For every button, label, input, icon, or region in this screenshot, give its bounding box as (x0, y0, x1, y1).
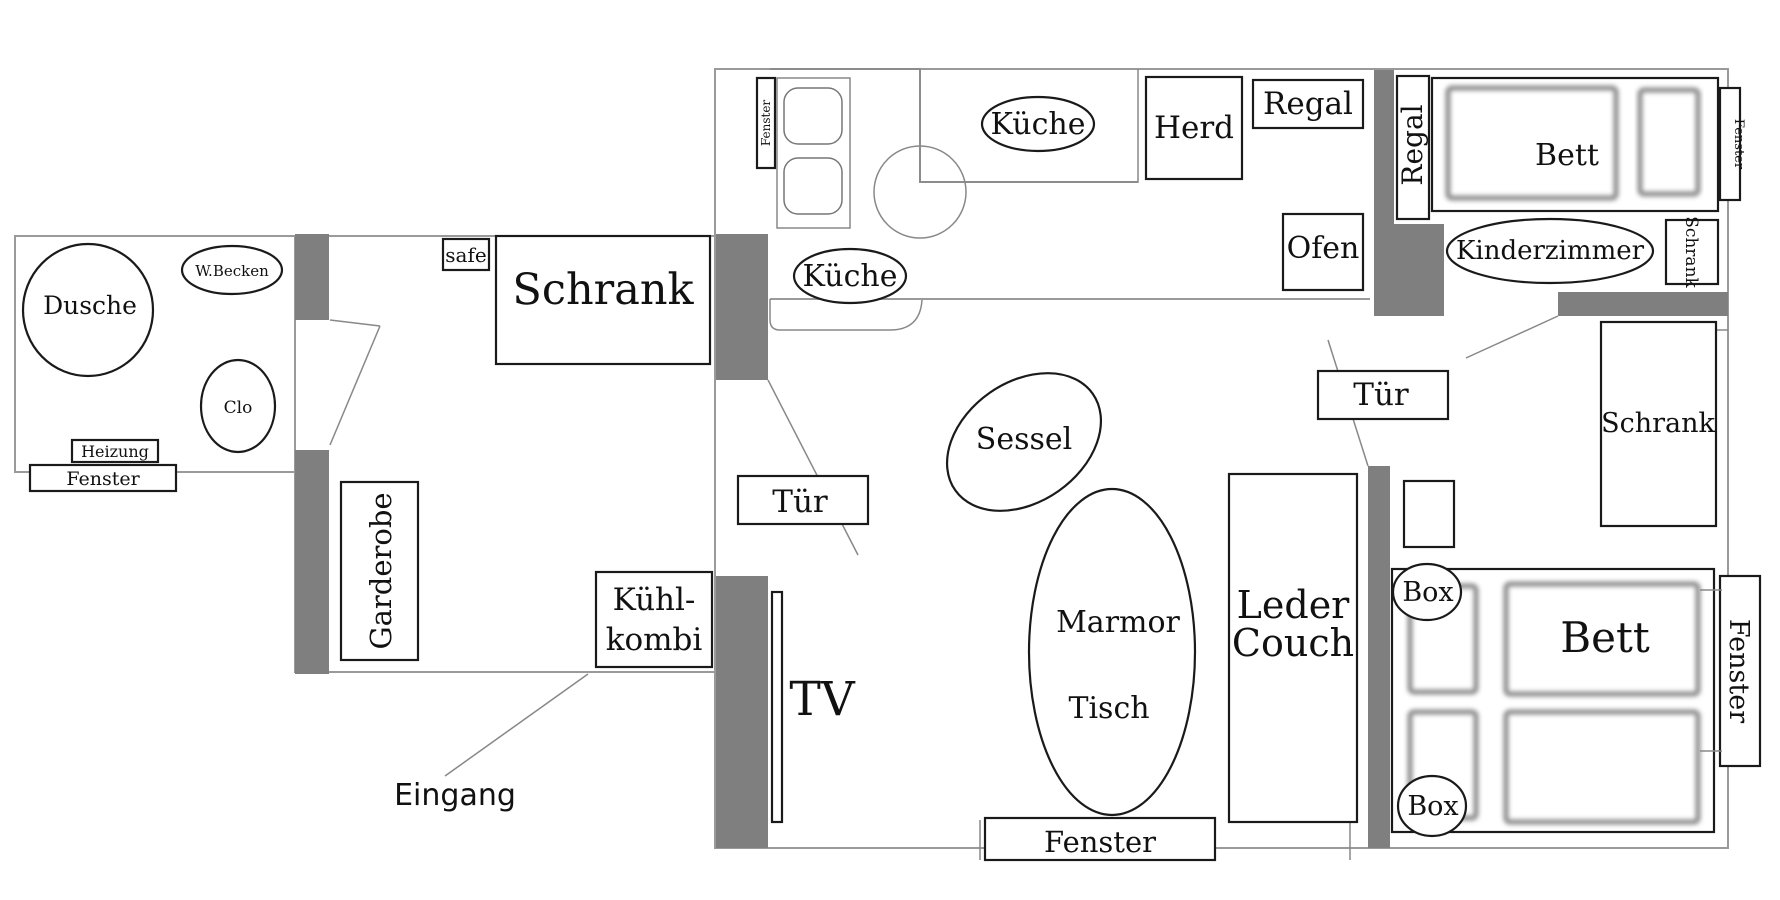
living-room: Tür Tür Sessel Marmor Tisch Leder Couch … (736, 369, 1450, 862)
leather-couch: Leder Couch (1227, 472, 1359, 824)
toilet-label: Clo (224, 398, 253, 418)
couch-label-1: Leder (1237, 583, 1351, 627)
childrens-room-title: Kinderzimmer (1456, 236, 1645, 266)
heater: Heizung (70, 438, 160, 464)
bedroom: Schrank Bett Box Box Fenster (1390, 320, 1762, 838)
oven-label: Ofen (1287, 231, 1360, 266)
childrens-shelf-label: Regal (1396, 104, 1429, 185)
fridge-combo: Kühl- kombi (594, 570, 714, 669)
kitchen-label-bottom: Küche (792, 247, 908, 305)
safe-label: safe (445, 243, 486, 267)
kitchen: Fenster Küche Küche Herd Regal Ofen (755, 75, 1365, 305)
bedroom-window-label: Fenster (1723, 619, 1754, 723)
kitchen-window-label: Fenster (759, 100, 773, 147)
armchair-label: Sessel (976, 422, 1072, 457)
door-text-1: Tür (772, 484, 828, 520)
childrens-wardrobe-label: Schrank (1681, 216, 1701, 288)
marble-table: Marmor Tisch (1027, 487, 1197, 817)
safe: safe (441, 237, 491, 272)
tv: TV (770, 590, 856, 824)
childrens-window: Fenster (1718, 86, 1746, 202)
living-window-label: Fenster (1044, 825, 1156, 859)
sink (776, 77, 851, 229)
hallway-wardrobe: Schrank (494, 234, 712, 366)
couch-label-2: Couch (1232, 621, 1354, 665)
wash-basin-label: W.Becken (195, 262, 269, 280)
bathroom: Dusche W.Becken Clo Heizung Fenster (21, 242, 284, 493)
living-window: Fenster (983, 816, 1217, 862)
double-bed-label: Bett (1560, 613, 1650, 662)
fridge-label-line2: kombi (606, 622, 703, 658)
kitchen-label-top: Küche (980, 95, 1096, 153)
wash-basin: W.Becken (180, 244, 284, 296)
childrens-room: Regal Bett Fenster Kinderzimmer Schrank (1395, 74, 1746, 289)
hallway: safe Schrank Garderobe Kühl- kombi Einga… (339, 234, 714, 813)
door-label-1: Tür (736, 474, 870, 526)
oven: Ofen (1281, 212, 1365, 292)
speaker-box-bottom: Box (1396, 774, 1468, 838)
marble-table-label-1: Marmor (1056, 605, 1180, 640)
kitchen-label-1: Küche (991, 107, 1086, 142)
childrens-bed-label: Bett (1535, 138, 1599, 173)
armchair: Sessel (945, 372, 1103, 512)
tv-label: TV (789, 672, 855, 727)
door-swings (329, 315, 1559, 777)
childrens-bed: Bett (1430, 76, 1720, 213)
childrens-shelf: Regal (1395, 74, 1431, 221)
toilet: Clo (199, 358, 277, 454)
hallway-wardrobe-label: Schrank (512, 265, 694, 315)
speaker-box-bottom-label: Box (1407, 791, 1458, 822)
stove-label: Herd (1154, 110, 1234, 146)
childrens-window-label: Fenster (1731, 119, 1746, 170)
kitchen-window: Fenster (755, 76, 777, 170)
pillars (295, 70, 1728, 848)
shower-label: Dusche (43, 291, 137, 320)
childrens-room-label: Kinderzimmer (1445, 217, 1655, 285)
kitchen-label-2: Küche (803, 259, 898, 294)
speaker-box-top-label: Box (1402, 577, 1453, 608)
bathroom-window: Fenster (28, 463, 178, 493)
shower: Dusche (21, 242, 155, 378)
coat-rack: Garderobe (339, 480, 420, 662)
childrens-wardrobe: Schrank (1664, 216, 1720, 289)
bedroom-wardrobe-label: Schrank (1601, 408, 1715, 439)
entrance-label: Eingang (394, 778, 516, 813)
nightstand (1402, 479, 1456, 549)
bedroom-wardrobe: Schrank (1599, 320, 1718, 528)
heater-label: Heizung (81, 442, 149, 461)
fridge-label-line1: Kühl- (613, 582, 696, 618)
coat-rack-label: Garderobe (364, 492, 398, 649)
door-text-2: Tür (1353, 377, 1409, 413)
bathroom-window-label: Fenster (66, 468, 140, 490)
stove: Herd (1144, 75, 1244, 181)
door-label-2: Tür (1316, 369, 1450, 421)
marble-table-label-2: Tisch (1068, 691, 1149, 726)
speaker-box-top: Box (1391, 562, 1463, 622)
shelf-top: Regal (1251, 78, 1365, 130)
shelf-top-label: Regal (1263, 86, 1353, 122)
bedroom-window: Fenster (1700, 574, 1762, 768)
